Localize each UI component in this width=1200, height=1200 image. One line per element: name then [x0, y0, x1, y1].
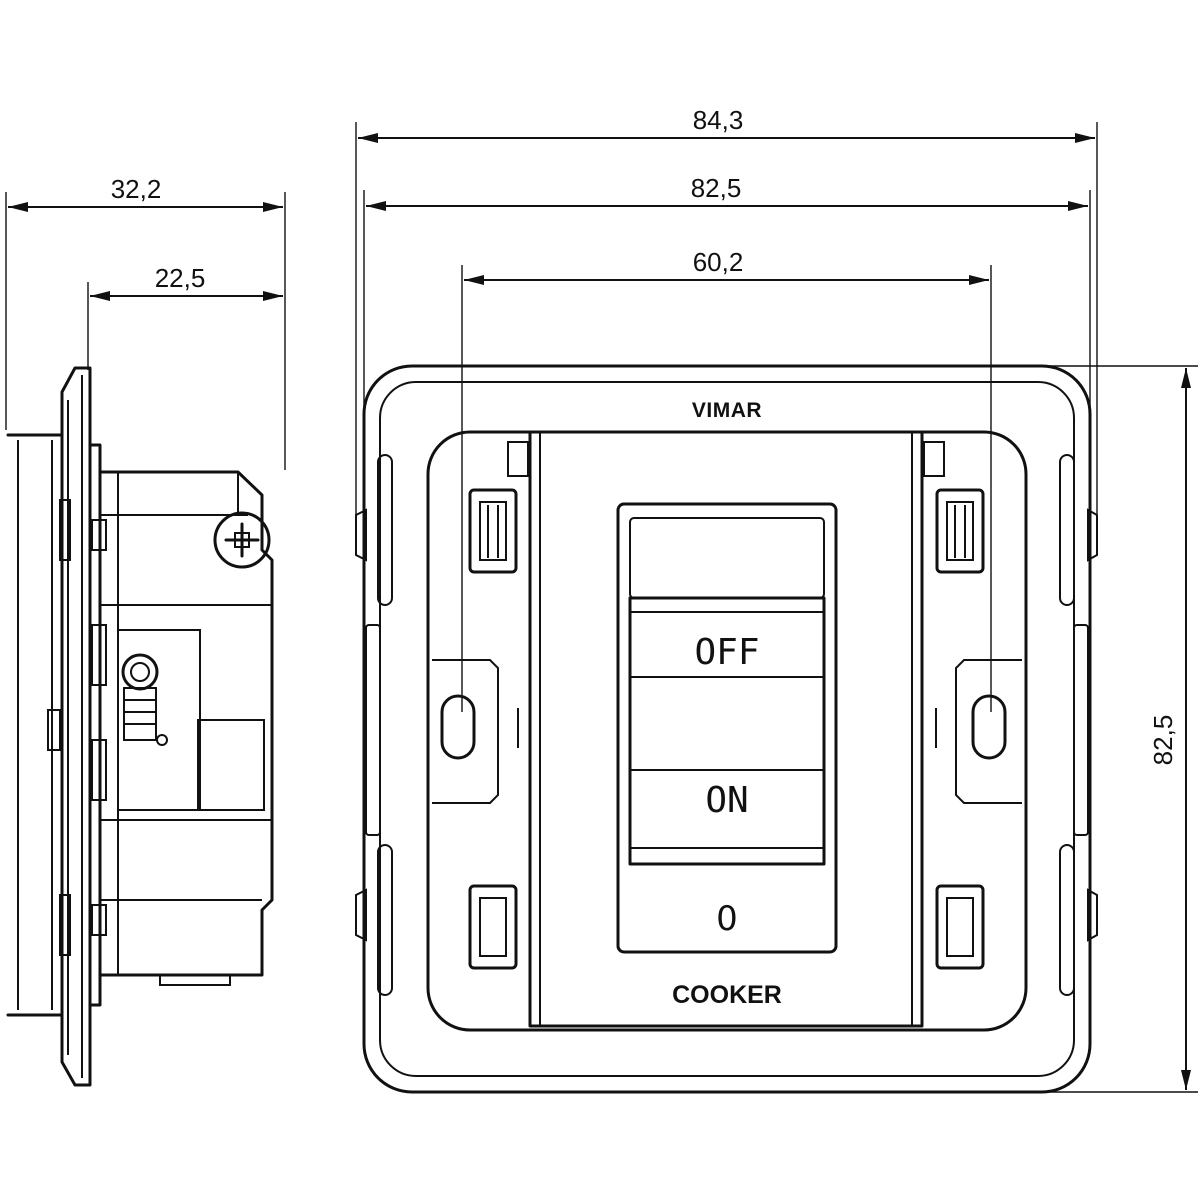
dimension-side-depth-total: 32,2 — [5, 174, 286, 470]
dimension-label: 82,5 — [1148, 715, 1178, 766]
rocker-switch[interactable]: OFF ON 0 — [616, 502, 838, 954]
dimension-label: 60,2 — [693, 247, 744, 277]
dimension-label: 22,5 — [155, 263, 206, 293]
snap-fasteners — [468, 488, 985, 970]
function-label: COOKER — [672, 981, 782, 1009]
front-view: VIMAR — [355, 364, 1098, 1094]
dimension-front-width-mount: 60,2 — [461, 247, 992, 712]
dimension-side-depth-body: 22,5 — [87, 263, 283, 370]
key-label-on: ON — [705, 780, 748, 821]
dimension-front-height: 82,5 — [1040, 365, 1198, 1093]
dimension-label: 82,5 — [691, 173, 742, 203]
key-label-off: OFF — [694, 632, 759, 673]
rocker-key[interactable] — [628, 596, 826, 866]
screw-head-icon — [213, 511, 271, 569]
brand-logo: VIMAR — [692, 399, 762, 422]
indicator-lamp-icon: 0 — [716, 899, 738, 939]
dimension-front-width-outer: 84,3 — [355, 105, 1098, 520]
dimension-lines: 32,2 22,5 84,3 82,5 60,2 — [5, 105, 1198, 1093]
dimension-label: 84,3 — [693, 105, 744, 135]
side-view — [6, 366, 274, 1087]
rocker-housing — [616, 502, 838, 954]
mounting-slot-right — [935, 659, 1022, 804]
mounting-slot-left — [432, 659, 519, 804]
side-clips — [355, 454, 1098, 996]
dimension-label: 32,2 — [111, 174, 162, 204]
outer-plate — [362, 364, 1092, 1094]
